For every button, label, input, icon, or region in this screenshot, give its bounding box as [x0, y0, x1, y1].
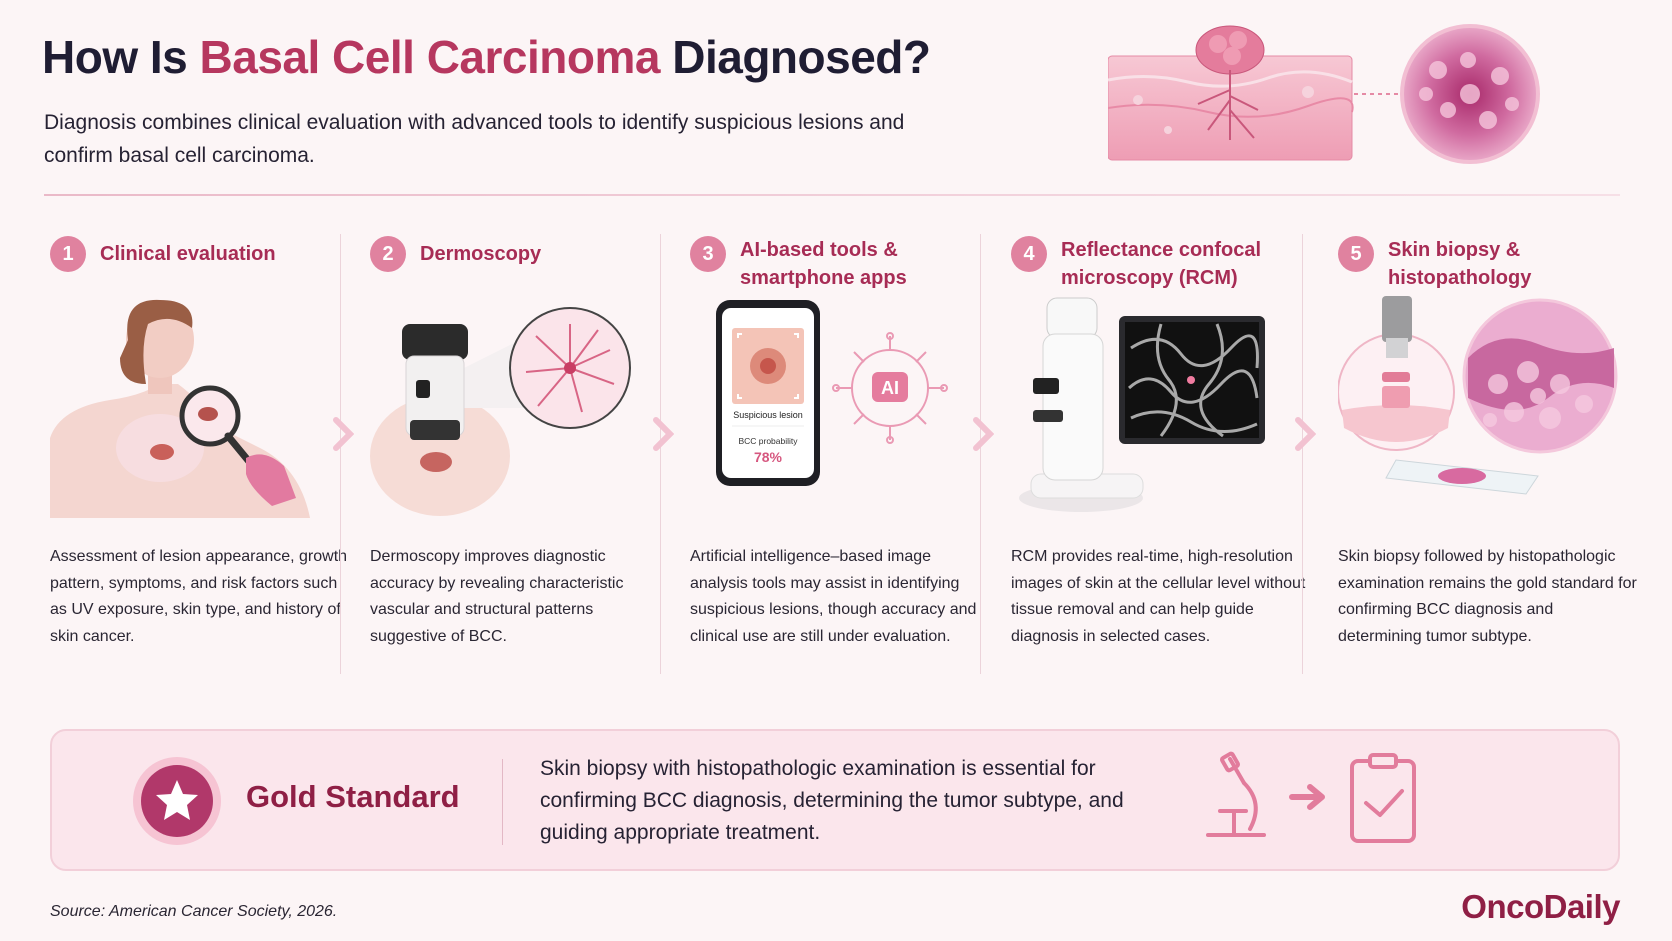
- step-description: Dermoscopy improves diagnostic accuracy …: [370, 548, 624, 645]
- step-divider: [980, 234, 981, 674]
- step-title: Reflectance confocal microscopy (RCM): [1061, 239, 1262, 289]
- arrow-right-icon: [1289, 784, 1325, 810]
- step-header: 1 Clinical evaluation: [50, 236, 340, 272]
- step-title: Skin biopsy & histopathology: [1388, 239, 1532, 289]
- page-title: How Is Basal Cell Carcinoma Diagnosed?: [42, 30, 931, 84]
- step-number-badge: 4: [1011, 236, 1047, 272]
- gold-standard-title: Gold Standard: [246, 779, 460, 814]
- step-number-badge: 1: [50, 236, 86, 272]
- diagnosis-steps: 1 Clinical evaluation Assessment of lesi…: [0, 228, 1672, 688]
- title-accent: Basal Cell Carcinoma: [199, 31, 661, 83]
- step-number-badge: 5: [1338, 236, 1374, 272]
- brand-logo: OncoDaily: [1461, 888, 1620, 925]
- step-title: Dermoscopy: [420, 243, 542, 265]
- dermatoscope-icon: [370, 307, 631, 516]
- step-header: 5 Skin biopsy & histopathology: [1338, 236, 1628, 292]
- step-title: AI-based tools & smartphone apps: [740, 239, 907, 289]
- step-divider: [340, 234, 341, 674]
- step-number-badge: 3: [690, 236, 726, 272]
- ai-chip-label: AI: [881, 378, 899, 398]
- step-header: 3 AI-based tools & smartphone apps: [690, 236, 980, 292]
- step-biopsy: 5 Skin biopsy & histopathology: [1338, 228, 1660, 680]
- source-citation: Source: American Cancer Society, 2026.: [50, 903, 338, 920]
- gold-divider: [502, 759, 503, 845]
- title-prefix: How Is: [42, 31, 200, 83]
- step-divider: [660, 234, 661, 674]
- title-suffix: Diagnosed?: [659, 31, 931, 83]
- smartphone-ai-icon: Suspicious lesion BCC probability 78% AI: [716, 300, 948, 486]
- chevron-right-icon: [973, 417, 994, 451]
- step-clinical-evaluation: 1 Clinical evaluation Assessment of lesi…: [50, 228, 372, 680]
- step-number-badge: 2: [370, 236, 406, 272]
- confocal-microscope-icon: [1019, 297, 1265, 512]
- star-badge-icon: [133, 757, 221, 845]
- chevron-right-icon: [333, 417, 354, 451]
- biopsy-punch-icon: [1338, 296, 1618, 495]
- clinician-magnifier-exam-icon: [50, 299, 310, 518]
- page-subtitle: Diagnosis combines clinical evaluation w…: [44, 111, 905, 167]
- header-divider: [44, 194, 1620, 196]
- phone-probability-value: 78%: [754, 449, 783, 465]
- skin-tumor-hero-icon: [1108, 24, 1540, 164]
- microscope-icon: [1206, 751, 1266, 837]
- step-description: Artificial intelligence–based image anal…: [690, 548, 977, 645]
- phone-lesion-label: Suspicious lesion: [733, 410, 803, 420]
- gold-standard-text: Skin biopsy with histopathologic examina…: [540, 757, 1124, 844]
- step-header: 4 Reflectance confocal microscopy (RCM): [1011, 236, 1301, 292]
- gold-standard-icons: [1206, 751, 1416, 843]
- step-divider: [1302, 234, 1303, 674]
- step-header: 2 Dermoscopy: [370, 236, 660, 272]
- step-ai-tools: 3 AI-based tools & smartphone apps Suspi…: [690, 228, 1012, 680]
- phone-probability-label: BCC probability: [738, 436, 798, 446]
- chevron-right-icon: [653, 417, 674, 451]
- step-description: Assessment of lesion appearance, growth …: [50, 548, 348, 645]
- step-description: RCM provides real-time, high-resolution …: [1011, 548, 1306, 645]
- gold-standard-banner: Gold Standard Skin biopsy with histopath…: [50, 729, 1620, 871]
- step-title: Clinical evaluation: [100, 243, 276, 265]
- chevron-right-icon: [1295, 417, 1316, 451]
- step-rcm: 4 Reflectance confocal microscopy (RCM): [1011, 228, 1333, 680]
- step-dermoscopy: 2 Dermoscopy Dermoscop: [370, 228, 692, 680]
- step-description: Skin biopsy followed by histopathologic …: [1338, 548, 1637, 645]
- clipboard-check-icon: [1350, 753, 1416, 843]
